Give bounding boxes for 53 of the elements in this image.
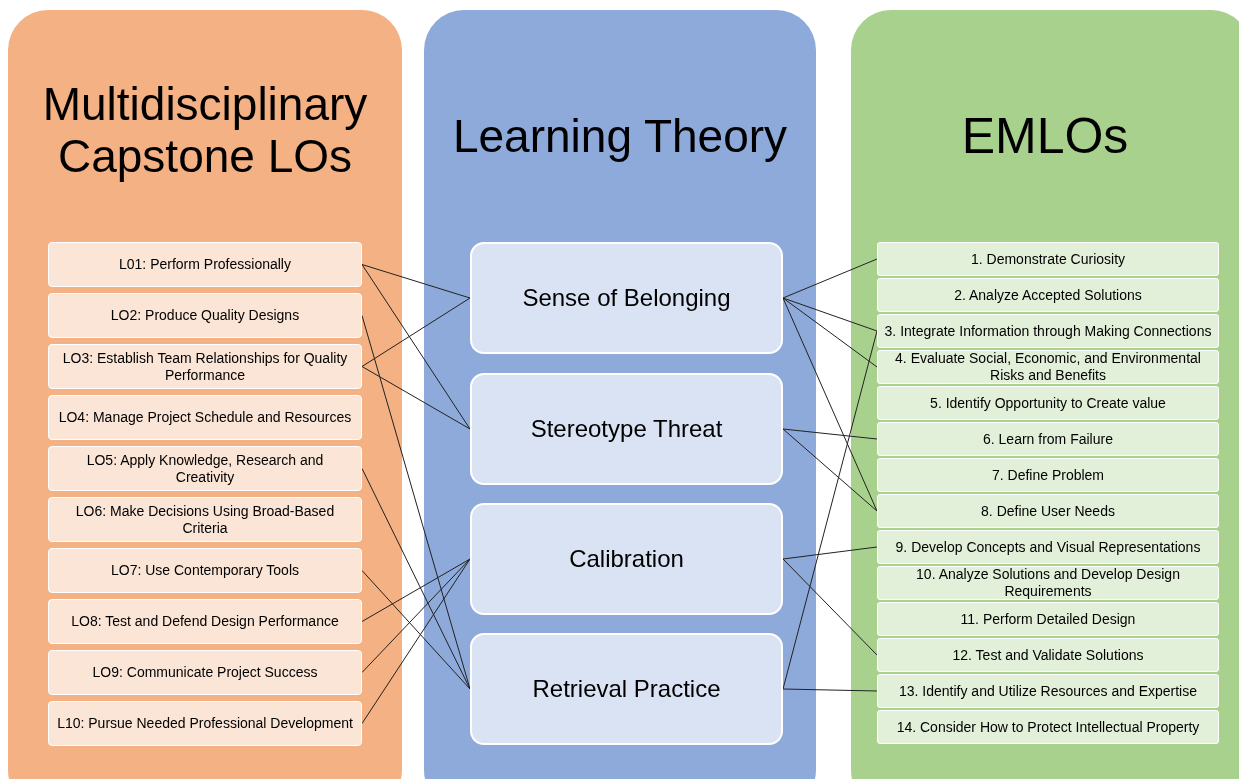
- theory-box: Retrieval Practice: [470, 633, 783, 745]
- connector-line: [361, 297, 471, 367]
- outcome-box: 9. Develop Concepts and Visual Representations: [877, 530, 1219, 564]
- connector-line: [361, 558, 471, 673]
- connector-line: [782, 330, 878, 690]
- outcome-box: 7. Define Problem: [877, 458, 1219, 492]
- outcome-box: 13. Identify and Utilize Resources and Expertise: [877, 674, 1219, 708]
- outcome-box: LO6: Make Decisions Using Broad-Based Criteria: [48, 497, 362, 542]
- column-panel: [424, 10, 816, 779]
- connector-line: [782, 688, 878, 692]
- outcome-box: 12. Test and Validate Solutions: [877, 638, 1219, 672]
- theory-box: Sense of Belonging: [470, 242, 783, 354]
- outcome-box: 11. Perform Detailed Design: [877, 602, 1219, 636]
- connector-line: [782, 297, 878, 332]
- outcome-box: LO8: Test and Defend Design Performance: [48, 599, 362, 644]
- outcome-box: LO7: Use Contemporary Tools: [48, 548, 362, 593]
- column-panel: [851, 10, 1239, 779]
- outcome-box: 6. Learn from Failure: [877, 422, 1219, 456]
- theory-box: Calibration: [470, 503, 783, 615]
- outcome-box: 2. Analyze Accepted Solutions: [877, 278, 1219, 312]
- connector-line: [361, 264, 471, 430]
- outcome-box: 4. Evaluate Social, Economic, and Environmental Risks and Benefits: [877, 350, 1219, 384]
- outcome-box: LO5: Apply Knowledge, Research and Creativity: [48, 446, 362, 491]
- column-title: Learning Theory: [451, 109, 789, 164]
- outcome-box: L10: Pursue Needed Professional Development: [48, 701, 362, 746]
- connector-line: [782, 558, 878, 656]
- outcome-box: LO2: Produce Quality Designs: [48, 293, 362, 338]
- column-panel: [8, 10, 402, 779]
- outcome-box: 10. Analyze Solutions and Develop Design Requirements: [877, 566, 1219, 600]
- outcome-box: LO3: Establish Team Relationships for Quality Performance: [48, 344, 362, 389]
- connector-line: [782, 428, 878, 440]
- connector-line: [361, 558, 471, 724]
- connector-line: [361, 570, 471, 690]
- connector-line: [782, 428, 878, 512]
- outcome-box: 1. Demonstrate Curiosity: [877, 242, 1219, 276]
- connector-line: [361, 264, 471, 299]
- theory-box: Stereotype Threat: [470, 373, 783, 485]
- column-title: EMLOs: [960, 108, 1130, 164]
- outcome-box: LO9: Communicate Project Success: [48, 650, 362, 695]
- outcome-box: 14. Consider How to Protect Intellectual Property: [877, 710, 1219, 744]
- connector-line: [361, 315, 471, 690]
- connector-line: [782, 297, 878, 512]
- outcome-box: 5. Identify Opportunity to Create value: [877, 386, 1219, 420]
- connector-line: [361, 558, 471, 622]
- connector-line: [782, 297, 878, 368]
- column-title: Multidisciplinary Capstone LOs: [41, 78, 369, 182]
- connector-line: [782, 258, 878, 299]
- outcome-box: L01: Perform Professionally: [48, 242, 362, 287]
- connector-line: [361, 366, 471, 430]
- connector-line: [782, 546, 878, 560]
- outcome-box: 3. Integrate Information through Making Connections: [877, 314, 1219, 348]
- outcome-box: LO4: Manage Project Schedule and Resources: [48, 395, 362, 440]
- outcome-box: 8. Define User Needs: [877, 494, 1219, 528]
